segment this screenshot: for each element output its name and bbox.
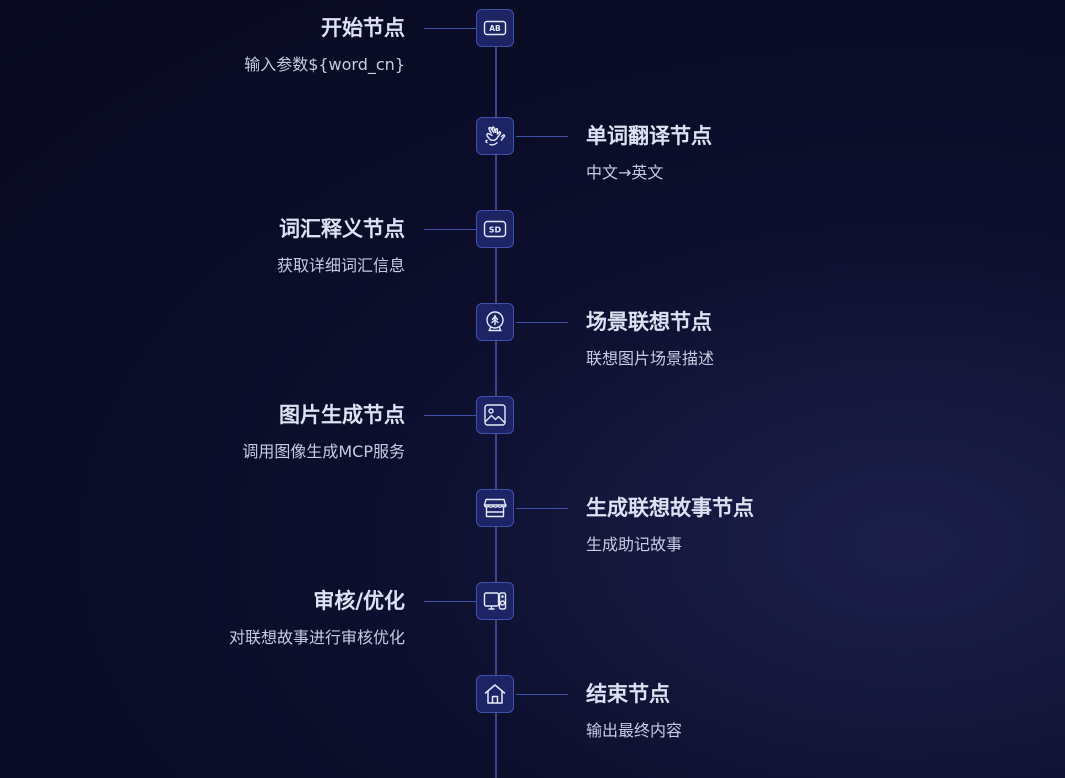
storefront-icon[interactable] (476, 489, 514, 527)
connector-line (424, 415, 476, 416)
ab-badge-icon[interactable]: AB (476, 9, 514, 47)
connector-line (424, 601, 476, 602)
connector-line (516, 694, 568, 695)
svg-text:SD: SD (489, 225, 502, 234)
device-speaker-icon[interactable] (476, 582, 514, 620)
node-title: 开始节点 (321, 16, 405, 40)
node-title: 结束节点 (586, 682, 670, 706)
node-title: 图片生成节点 (279, 403, 405, 427)
image-icon[interactable] (476, 396, 514, 434)
snow-globe-icon[interactable] (476, 303, 514, 341)
node-description: 中文→英文 (586, 163, 664, 182)
node-description: 联想图片场景描述 (586, 349, 715, 368)
connector-line (424, 229, 476, 230)
connector-line (516, 136, 568, 137)
node-description: 输入参数${word_cn} (244, 55, 405, 74)
node-title: 场景联想节点 (586, 310, 712, 334)
node-title: 审核/优化 (313, 589, 405, 613)
sd-card-icon[interactable]: SD (476, 210, 514, 248)
home-icon[interactable] (476, 675, 514, 713)
sign-language-hand-icon[interactable] (476, 117, 514, 155)
connector-line (516, 322, 568, 323)
svg-text:AB: AB (489, 24, 501, 33)
node-description: 获取详细词汇信息 (276, 256, 405, 275)
node-description: 对联想故事进行审核优化 (228, 628, 405, 647)
node-description: 调用图像生成MCP服务 (242, 442, 405, 461)
node-title: 词汇释义节点 (279, 217, 405, 241)
node-title: 生成联想故事节点 (586, 496, 754, 520)
node-description: 生成助记故事 (586, 535, 683, 554)
connector-line (424, 28, 476, 29)
connector-line (516, 508, 568, 509)
node-title: 单词翻译节点 (586, 124, 712, 148)
node-description: 输出最终内容 (586, 721, 683, 740)
